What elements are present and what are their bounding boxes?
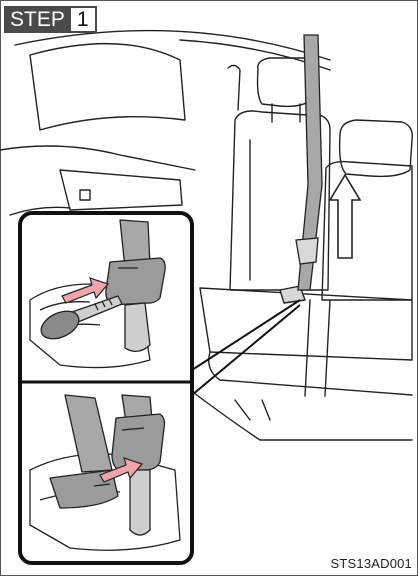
rear-window [30, 44, 185, 130]
seat-back-right [322, 162, 412, 300]
latch-plate [296, 238, 318, 264]
step-number: 1 [71, 6, 97, 33]
step-badge: STEP 1 [4, 6, 97, 33]
headrest-right [340, 120, 413, 176]
figure-code: STS13AD001 [331, 556, 413, 571]
seat-cushion [200, 288, 412, 360]
retract-arrow [330, 175, 360, 258]
step-label: STEP [4, 6, 71, 33]
buckle-lower [112, 414, 165, 470]
